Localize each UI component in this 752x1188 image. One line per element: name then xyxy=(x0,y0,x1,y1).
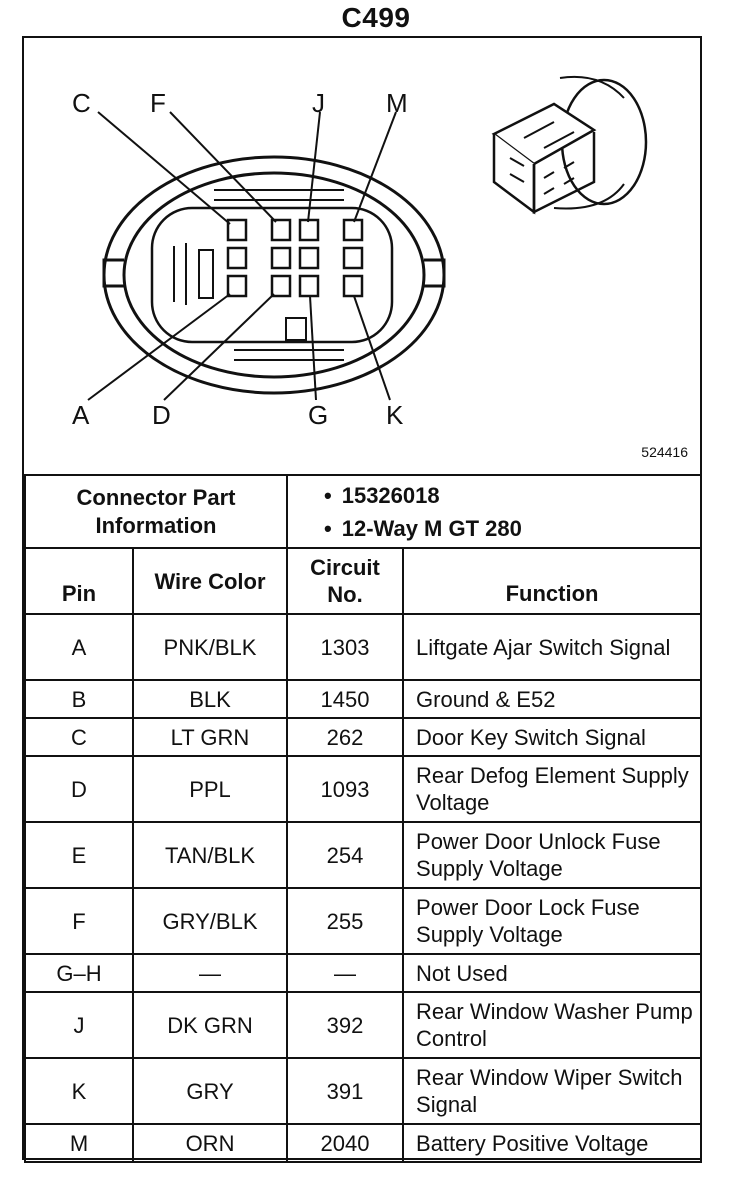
function-cell: Power Door Lock Fuse Supply Voltage xyxy=(402,887,703,955)
function-cell: Power Door Unlock Fuse Supply Voltage xyxy=(402,821,703,889)
circuit-cell: 392 xyxy=(286,991,405,1059)
table-row: B BLK 1450 Ground & E52 xyxy=(24,679,703,719)
part-number: 15326018 xyxy=(324,479,694,512)
connector-sheet: C F J M A D G K 524416 xyxy=(22,36,703,1163)
terminal-cavity-m xyxy=(342,218,364,242)
function-cell: Rear Window Washer Pump Control xyxy=(402,991,703,1059)
table-row: K GRY 391 Rear Window Wiper Switch Signa… xyxy=(24,1057,703,1125)
terminal-cavity-c xyxy=(226,218,248,242)
pin-cell: E xyxy=(24,821,134,889)
header-function: Function xyxy=(402,547,703,615)
leader-line-c xyxy=(97,111,231,225)
leader-line-k xyxy=(353,295,391,401)
connector-info-values: 15326018 12-Way M GT 280 xyxy=(286,474,703,549)
pin-cell: A xyxy=(24,613,134,681)
terminal-cavity-l xyxy=(342,246,364,270)
pin-cell: J xyxy=(24,991,134,1059)
circuit-cell: 1450 xyxy=(286,679,405,719)
wire-color-cell: GRY/BLK xyxy=(131,887,289,955)
leader-line-g xyxy=(309,295,317,401)
circuit-cell: 254 xyxy=(286,821,405,889)
connector-isometric-view xyxy=(491,75,648,215)
terminal-cavity-d xyxy=(270,274,292,298)
wire-color-cell: DK GRN xyxy=(131,991,289,1059)
wire-color-cell: LT GRN xyxy=(131,717,289,757)
table-row: G–H — — Not Used xyxy=(24,953,703,993)
wire-color-cell: ORN xyxy=(131,1123,289,1163)
function-cell: Door Key Switch Signal xyxy=(402,717,703,757)
pin-callout-g: G xyxy=(308,400,328,430)
terminal-cavity-a xyxy=(226,274,248,298)
terminal-cavity-h xyxy=(298,246,320,270)
table-row: C LT GRN 262 Door Key Switch Signal xyxy=(24,717,703,757)
function-cell: Ground & E52 xyxy=(402,679,703,719)
pin-callout-d: D xyxy=(152,400,171,430)
terminal-cavity-k xyxy=(342,274,364,298)
terminal-cavity-b xyxy=(226,246,248,270)
table-row: M ORN 2040 Battery Positive Voltage xyxy=(24,1123,703,1163)
pin-callout-f: F xyxy=(150,88,166,118)
leader-line-f xyxy=(169,111,277,223)
table-row: A PNK/BLK 1303 Liftgate Ajar Switch Sign… xyxy=(24,613,703,681)
terminal-cavity-j xyxy=(298,218,320,242)
wire-color-cell: — xyxy=(131,953,289,993)
terminal-cavity-g xyxy=(298,274,320,298)
function-cell: Not Used xyxy=(402,953,703,993)
pin-callout-c: C xyxy=(72,88,91,118)
pin-cell: D xyxy=(24,755,134,823)
circuit-cell: 2040 xyxy=(286,1123,405,1163)
table-row: D PPL 1093 Rear Defog Element Supply Vol… xyxy=(24,755,703,823)
pinout-table: Connector Part Information 15326018 12-W… xyxy=(23,474,703,1163)
pin-cell: B xyxy=(24,679,134,719)
pin-cell: M xyxy=(24,1123,134,1163)
connector-face-drawing: C F J M A D G K xyxy=(72,75,648,430)
table-row: J DK GRN 392 Rear Window Washer Pump Con… xyxy=(24,991,703,1059)
wire-color-cell: BLK xyxy=(131,679,289,719)
circuit-cell: 391 xyxy=(286,1057,405,1125)
table-row: E TAN/BLK 254 Power Door Unlock Fuse Sup… xyxy=(24,821,703,889)
pin-callout-k: K xyxy=(386,400,404,430)
function-cell: Rear Window Wiper Switch Signal xyxy=(402,1057,703,1125)
connector-info-label: Connector Part Information xyxy=(23,474,289,549)
terminal-cavity-frame xyxy=(150,206,394,344)
circuit-cell: 262 xyxy=(286,717,405,757)
header-wire-color: Wire Color xyxy=(131,547,289,615)
pin-cell: C xyxy=(24,717,134,757)
pin-callout-a: A xyxy=(72,400,90,430)
connector-type: 12-Way M GT 280 xyxy=(324,512,694,545)
pin-cell: F xyxy=(24,887,134,955)
header-pin: Pin xyxy=(24,547,134,615)
pin-callout-m: M xyxy=(386,88,408,118)
pin-callout-j: J xyxy=(312,88,325,118)
terminal-cavity-e xyxy=(270,246,292,270)
wire-color-cell: GRY xyxy=(131,1057,289,1125)
function-cell: Battery Positive Voltage xyxy=(402,1123,703,1163)
terminal-cavity-f xyxy=(270,218,292,242)
connector-housing-inner xyxy=(122,171,426,379)
connector-title: C499 xyxy=(341,2,411,33)
header-circuit-no: Circuit No. xyxy=(286,547,405,615)
leader-line-j xyxy=(307,111,321,223)
wire-color-cell: PNK/BLK xyxy=(131,613,289,681)
pin-cell: G–H xyxy=(24,953,134,993)
leader-line-a xyxy=(87,293,231,401)
circuit-cell: 1303 xyxy=(286,613,405,681)
circuit-cell: — xyxy=(286,953,405,993)
pin-cell: K xyxy=(24,1057,134,1125)
circuit-cell: 1093 xyxy=(286,755,405,823)
leader-line-d xyxy=(163,293,275,401)
wire-color-cell: PPL xyxy=(131,755,289,823)
function-cell: Rear Defog Element Supply Voltage xyxy=(402,755,703,823)
table-row: F GRY/BLK 255 Power Door Lock Fuse Suppl… xyxy=(24,887,703,955)
circuit-cell: 255 xyxy=(286,887,405,955)
wire-color-cell: TAN/BLK xyxy=(131,821,289,889)
table-header-row: Pin Wire Color Circuit No. Function xyxy=(24,547,703,615)
function-cell: Liftgate Ajar Switch Signal xyxy=(402,613,703,681)
drawing-number: 524416 xyxy=(641,444,688,460)
connector-diagram: C F J M A D G K 524416 xyxy=(24,38,700,474)
connector-info-row: Connector Part Information 15326018 12-W… xyxy=(23,474,703,549)
leader-line-m xyxy=(353,111,397,223)
